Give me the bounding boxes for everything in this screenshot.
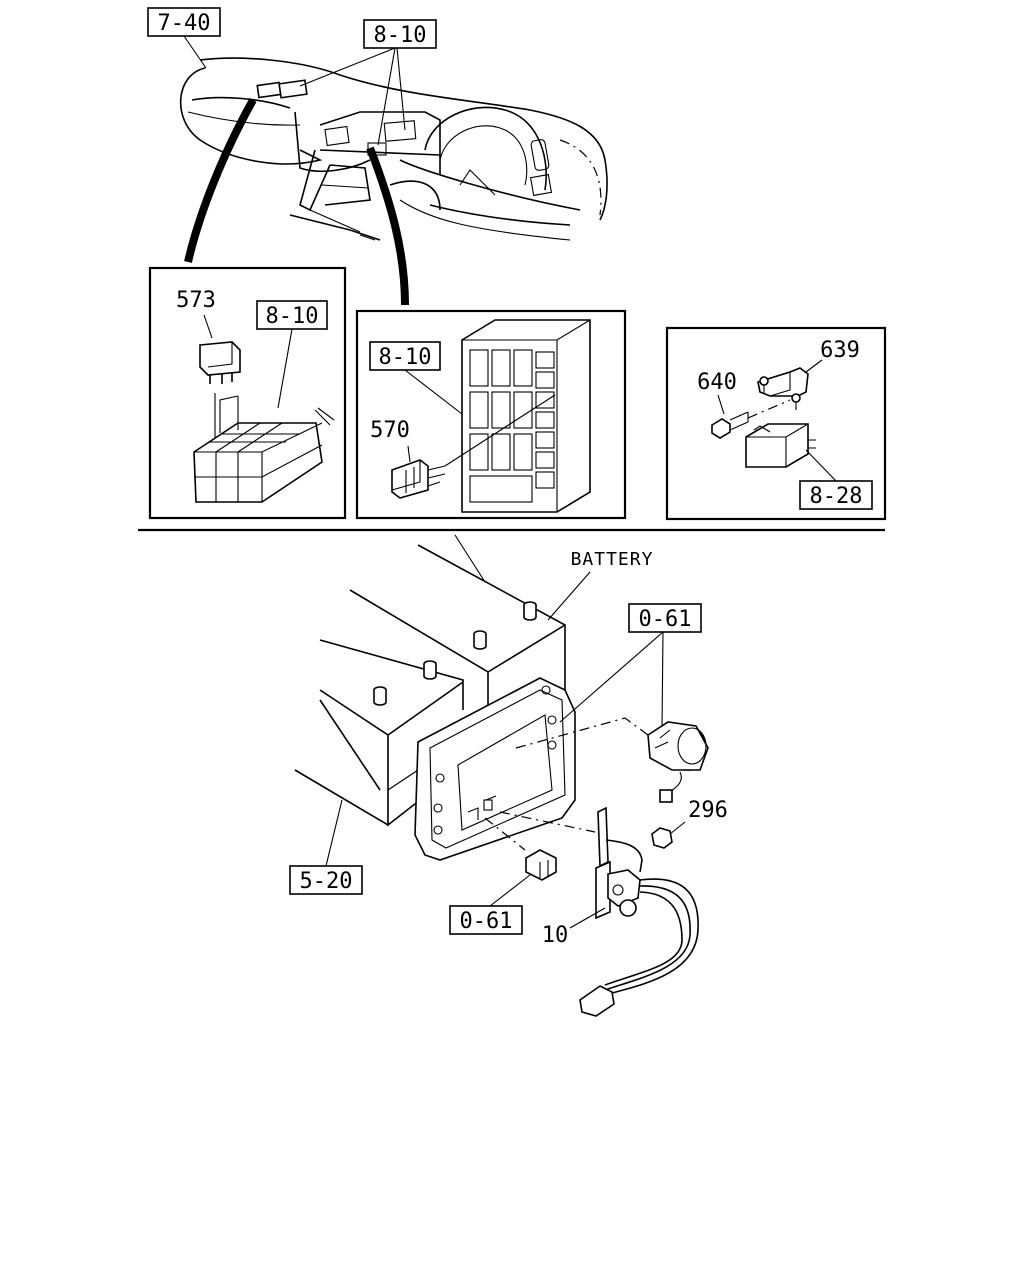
nut-296: 296 — [651, 798, 728, 849]
callout-8-28-label: 8-28 — [810, 484, 863, 509]
callout-dash: 7-40 — [147, 7, 221, 69]
callout-0-61-top-label: 0-61 — [639, 607, 692, 632]
callout-5-20-label: 5-20 — [300, 869, 353, 894]
part-640-label: 640 — [697, 370, 737, 395]
connector-0-61: 0-61 — [449, 849, 557, 935]
battery-switch: 0-61 — [559, 603, 709, 803]
callout-dash-fusebox: 8-10 — [299, 19, 437, 146]
callout-8-10-fusebox-label: 8-10 — [379, 345, 432, 370]
battery-illustration: BATTERY — [294, 534, 654, 861]
callout-8-10-relay-label: 8-10 — [266, 304, 319, 329]
part-570-label: 570 — [370, 418, 410, 443]
part-573-label: 573 — [176, 288, 216, 313]
callout-8-10-top-label: 8-10 — [374, 23, 427, 48]
detail-bracket: 639 640 8-28 — [665, 326, 887, 521]
battery-label: BATTERY — [571, 549, 654, 570]
callout-battery-tray: 5-20 — [289, 799, 363, 895]
callout-7-40-label: 7-40 — [158, 11, 211, 36]
part-10-label: 10 — [542, 923, 569, 948]
dashboard-illustration — [179, 57, 608, 241]
detail-fusebox: 8-10 570 — [355, 309, 627, 520]
part-296-label: 296 — [688, 798, 728, 823]
detail-relay-box: 573 8-10 — [148, 266, 347, 520]
callout-0-61-bottom-label: 0-61 — [460, 909, 513, 934]
switch-assembly-10: 10 — [542, 806, 699, 1017]
part-639-label: 639 — [820, 338, 860, 363]
